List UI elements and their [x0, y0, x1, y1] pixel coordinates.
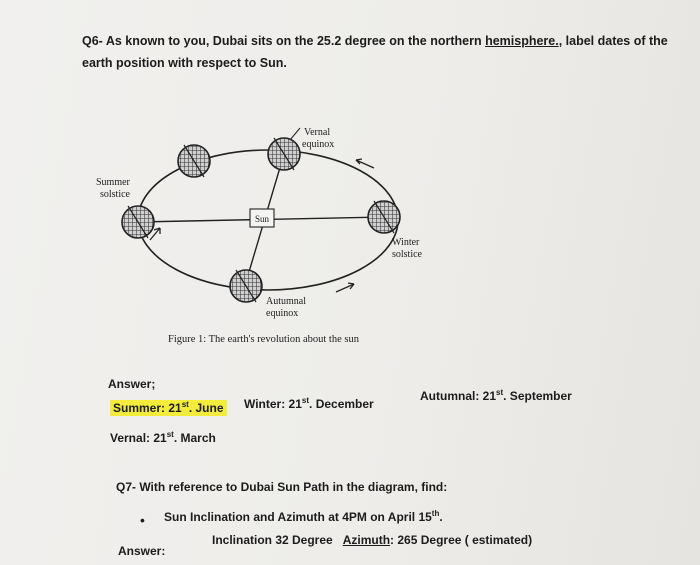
earth-globe-vernal [267, 137, 301, 171]
earth-revolution-diagram: Sun [96, 127, 423, 345]
summer-label-1: Summer [96, 177, 131, 188]
orbit-arrow-left [149, 227, 161, 241]
answer-heading: Answer; [108, 377, 156, 391]
sun-label: Sun [255, 214, 270, 224]
vernal-label-2: equinox [302, 139, 334, 150]
question-7-bullet: Sun Inclination and Azimuth at 4PM on Ap… [164, 509, 443, 524]
question-7: Q7- With reference to Dubai Sun Path in … [116, 480, 448, 494]
earth-globe-top-left [177, 144, 211, 178]
autumnal-label-2: equinox [266, 308, 298, 319]
orbit-arrow-top-right [355, 158, 375, 169]
answer-7-values: Inclination 32 Degree Azimuth: 265 Degre… [212, 533, 533, 547]
answer-winter: Winter: 21st. December [244, 396, 374, 411]
azimuth-underlined: Azimuth [342, 533, 391, 547]
figure-caption: Figure 1: The earth's revolution about t… [168, 334, 360, 345]
answer-autumnal: Autumnal: 21st. September [420, 388, 572, 403]
earth-globe-winter [367, 200, 401, 234]
answer-7-label: Answer: [118, 544, 166, 558]
answer-vernal: Vernal: 21st. March [110, 430, 216, 445]
question-6: Q6- As known to you, Dubai sits on the 2… [82, 34, 668, 70]
winter-label-2: solstice [392, 249, 423, 260]
earth-globe-autumnal [229, 269, 263, 303]
sun-box [249, 208, 275, 228]
bullet-dot: • [140, 512, 145, 528]
underlined-word: hemisphere. [485, 34, 559, 48]
answer-summer: Summer: 21st. June [110, 400, 227, 416]
orbit-arrow-bottom-right [335, 282, 355, 293]
winter-label-1: Winter [392, 237, 420, 248]
summer-highlight: Summer: 21st. June [110, 400, 227, 416]
summer-label-2: solstice [100, 189, 131, 200]
earth-globe-summer [121, 205, 155, 239]
autumnal-label-1: Autumnal [266, 296, 306, 307]
vernal-leader-line [289, 127, 301, 141]
vernal-label-1: Vernal [304, 127, 330, 138]
